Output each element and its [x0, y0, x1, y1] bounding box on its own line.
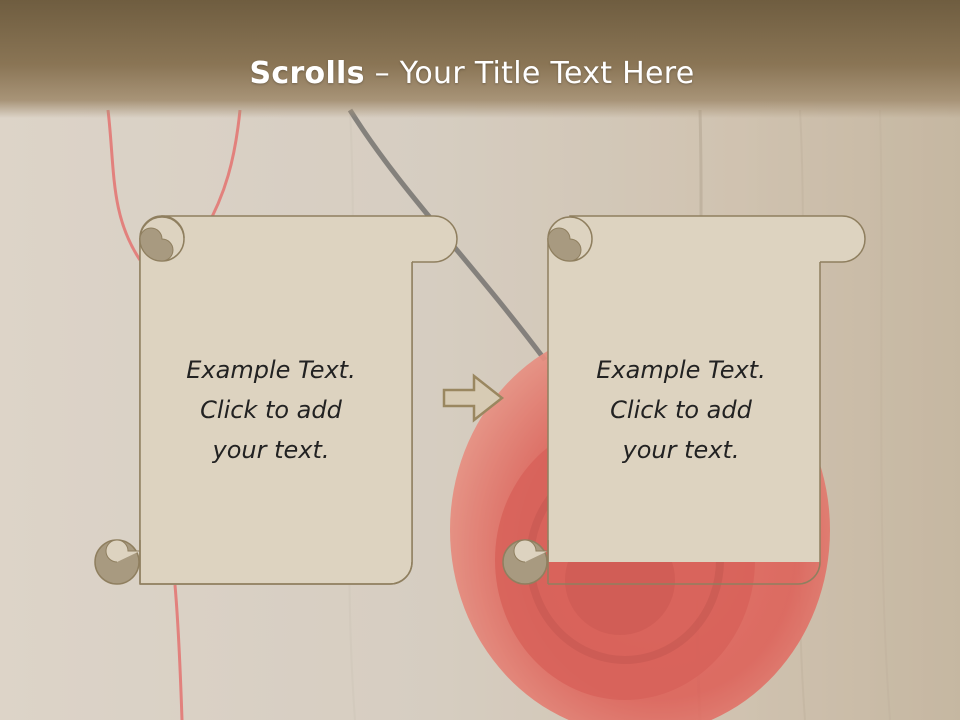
scroll-left-line-1: Example Text.	[186, 356, 356, 384]
scroll-left-line-3: your text.	[212, 436, 330, 464]
title-bar: Scrolls – Your Title Text Here	[0, 0, 960, 118]
scroll-right-graphic	[502, 215, 866, 585]
scroll-right-line-3: your text.	[622, 436, 740, 464]
scroll-left-text[interactable]: Example Text. Click to add your text.	[136, 350, 406, 470]
title-rest: Your Title Text Here	[399, 56, 695, 91]
scroll-left-line-2: Click to add	[200, 396, 342, 424]
slide-title[interactable]: Scrolls – Your Title Text Here	[0, 56, 944, 91]
scroll-shape-left[interactable]: Example Text. Click to add your text.	[94, 215, 458, 586]
title-separator: –	[364, 56, 400, 91]
scroll-shape-right[interactable]: Example Text. Click to add your text.	[502, 215, 866, 586]
scroll-right-text[interactable]: Example Text. Click to add your text.	[546, 350, 816, 470]
scroll-left-graphic	[94, 215, 458, 585]
title-bold-word: Scrolls	[249, 56, 365, 91]
scroll-right-line-1: Example Text.	[596, 356, 766, 384]
scroll-right-line-2: Click to add	[610, 396, 752, 424]
right-arrow-icon	[442, 373, 505, 423]
